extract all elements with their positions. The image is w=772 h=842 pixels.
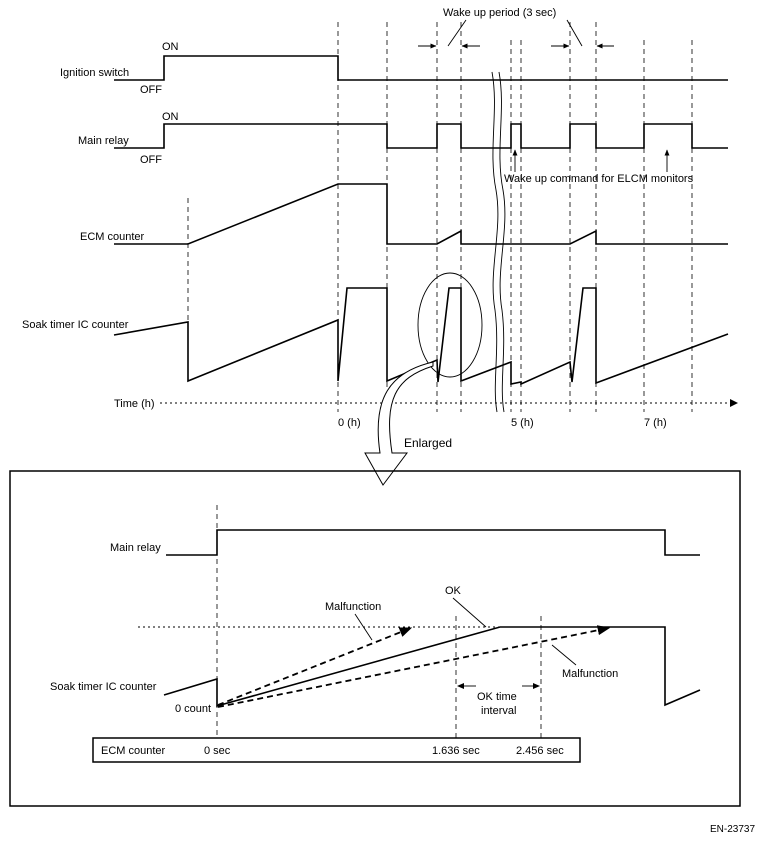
relay-on-label: ON: [162, 111, 179, 123]
ecm-time-0: 0 sec: [204, 745, 231, 757]
malfunction-slow-arrow: [217, 625, 611, 708]
ignition-switch-label: Ignition switch: [60, 67, 129, 79]
wake-period-marker-1: [418, 19, 480, 49]
ok-label: OK: [445, 585, 462, 597]
detail-frame: [9, 470, 741, 807]
malfunction-label-1: Malfunction: [325, 601, 381, 613]
figure-id: EN-23737: [710, 824, 755, 835]
enlarged-detail-panel: Main relay Soak timer IC counter 0 count…: [9, 470, 741, 807]
wake-command-marker: [512, 149, 670, 172]
ok-interval-label-2: interval: [481, 705, 516, 717]
soak-timer-label: Soak timer IC counter: [22, 319, 129, 331]
soak-timer-signal: [113, 287, 729, 386]
detail-ecm-counter-label: ECM counter: [101, 745, 166, 757]
relay-off-label: OFF: [140, 154, 162, 166]
ecm-time-2456: 2.456 sec: [516, 745, 564, 757]
wake-command-label: Wake up command for ELCM monitors: [504, 173, 694, 185]
main-relay-label: Main relay: [78, 135, 129, 147]
ignition-off-label: OFF: [140, 84, 162, 96]
malfunction-label-2: Malfunction: [562, 668, 618, 680]
enlarged-arrow: [364, 361, 434, 486]
tick-7h: 7 (h): [644, 417, 667, 429]
malfunction-fast-arrow: [217, 627, 413, 706]
time-axis-label: Time (h): [114, 398, 155, 410]
ignition-on-label: ON: [162, 41, 179, 53]
time-axis-arrowhead: [730, 399, 738, 407]
top-timing-chart: Wake up period (3 sec) Ignition switch O…: [22, 7, 738, 486]
ecm-counter-box: [92, 737, 581, 763]
detail-main-relay-label: Main relay: [110, 542, 161, 554]
detail-soak-timer-label: Soak timer IC counter: [50, 681, 157, 693]
wake-period-marker-2: [551, 19, 614, 49]
detail-main-relay-signal: [166, 529, 700, 556]
zoom-ellipse: [417, 272, 483, 378]
ecm-counter-label: ECM counter: [80, 231, 145, 243]
wake-period-label: Wake up period (3 sec): [443, 7, 556, 19]
enlarged-label: Enlarged: [404, 436, 452, 450]
ignition-switch-signal: [114, 55, 728, 81]
ok-interval-label-1: OK time: [477, 691, 517, 703]
ok-time-interval: [457, 683, 540, 689]
ecm-counter-signal: [114, 183, 728, 245]
main-relay-signal: [114, 123, 728, 149]
ecm-time-1636: 1.636 sec: [432, 745, 480, 757]
tick-0h: 0 (h): [338, 417, 361, 429]
tick-5h: 5 (h): [511, 417, 534, 429]
time-break-mark: [491, 71, 506, 413]
detail-soak-timer-signal: [163, 626, 701, 708]
malfunction-leader-2: [551, 644, 577, 666]
zero-count-label: 0 count: [175, 703, 211, 715]
malfunction-leader-1: [354, 613, 373, 641]
ok-leader: [452, 597, 487, 628]
